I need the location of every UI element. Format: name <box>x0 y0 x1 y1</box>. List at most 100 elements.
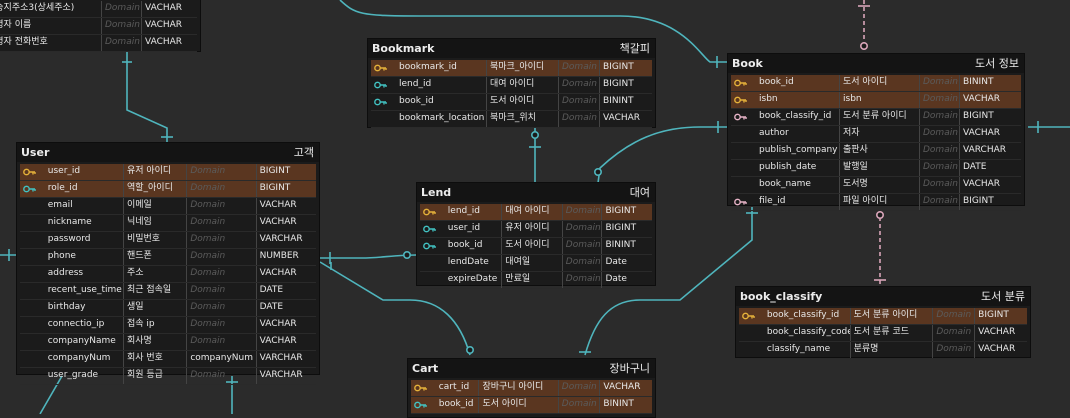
column-logical: 최근 접속일 <box>124 283 188 299</box>
column-logical: 대여일 <box>502 255 563 271</box>
table-row: user_id 유저 아이디 Domain BIGINT <box>20 164 316 181</box>
column-name: connectio_ip <box>45 317 124 333</box>
column-type: Date <box>605 257 627 267</box>
table-row: cart_id 장바구니 아이디 Domain VACHAR <box>411 380 652 397</box>
table-row: lend_id 대여 아이디 Domain BIGINT <box>371 77 652 94</box>
column-type: Date <box>605 274 627 284</box>
entity-lend[interactable]: Lend 대여 lend_id 대여 아이디 Domain BIGINT use… <box>416 182 656 289</box>
column-name: file_id <box>756 194 840 210</box>
column-logical: 장바구니 아이디 <box>479 380 559 396</box>
column-type: BIGINT <box>259 183 291 193</box>
column-domain: Domain <box>559 397 601 413</box>
entity-comment: 도서 정보 <box>975 57 1019 70</box>
entity-book[interactable]: Book 도서 정보 book_id 도서 아이디 Domain BININT … <box>727 53 1025 211</box>
entity-comment: 장바구니 <box>609 362 650 375</box>
edge-top-book <box>339 0 727 63</box>
table-row: 수령자 전화번호 Domain VACHAR <box>0 35 197 52</box>
column-type: VACHAR <box>259 268 297 278</box>
column-domain: Domain <box>563 272 603 288</box>
column-logical: isbn <box>840 92 920 108</box>
entity-comment: 대여 <box>629 186 650 199</box>
table-row: book_name 도서명 Domain VACHAR <box>731 177 1021 194</box>
column-logical: 주소 <box>124 266 188 282</box>
edge-user-cart <box>319 261 471 356</box>
column-domain: Domain <box>559 60 600 76</box>
column-domain: Domain <box>563 204 603 220</box>
column-type: VARCHAR <box>259 234 303 244</box>
entity-header: Book 도서 정보 <box>728 54 1024 73</box>
column-logical: 접속 ip <box>124 317 188 333</box>
entity-cart[interactable]: Cart 장바구니 cart_id 장바구니 아이디 Domain VACHAR… <box>407 358 656 418</box>
entity-user[interactable]: User 고객 user_id 유저 아이디 Domain BIGINT rol… <box>16 142 320 385</box>
entity-name: Book <box>732 57 763 70</box>
column-domain: Domain <box>187 198 257 214</box>
column-type: BIGINT <box>605 223 637 233</box>
column-logical: 유저 아이디 <box>124 164 188 180</box>
column-logical: 북마크_아이디 <box>487 60 559 76</box>
table-row: address 주소 Domain VACHAR <box>20 266 316 283</box>
column-type: DATE <box>963 162 987 172</box>
table-row: companyName 회사명 Domain VACHAR <box>20 334 316 351</box>
foreign-key-icon <box>371 94 396 110</box>
entity-address[interactable]: 배송지주소3(상세주소) Domain VACHAR 수령자 이름 Domain… <box>0 0 201 52</box>
column-logical: 역할_아이디 <box>124 181 188 197</box>
entity-header: Bookmark 책갈피 <box>368 39 655 58</box>
column-domain: Domain <box>187 181 257 197</box>
column-name: companyName <box>45 334 124 350</box>
column-type: BININT <box>603 96 634 106</box>
entity-bookmark[interactable]: Bookmark 책갈피 bookmark_id 북마크_아이디 Domain … <box>367 38 656 128</box>
column-domain: Domain <box>187 266 257 282</box>
column-name: bookmark_location <box>396 111 487 127</box>
column-name: publish_company <box>756 143 840 159</box>
column-name: lend_id <box>445 204 503 220</box>
entity-name: Cart <box>412 362 439 375</box>
column-type: VACHAR <box>145 3 183 13</box>
column-domain: Domain <box>102 35 142 51</box>
entity-name: User <box>21 146 50 159</box>
column-domain: Domain <box>187 232 257 248</box>
column-type: VARCHAR <box>963 145 1007 155</box>
edge-user-lend <box>320 254 417 259</box>
column-logical: 분류명 <box>851 342 934 358</box>
column-logical: 만료일 <box>502 272 563 288</box>
column-logical: 도서 아이디 <box>502 238 563 254</box>
column-domain: Domain <box>933 342 976 358</box>
column-name: book_id <box>756 75 840 91</box>
foreign-key-icon <box>420 221 445 237</box>
column-type: BIGINT <box>963 196 994 206</box>
column-domain: companyNum <box>187 351 257 367</box>
entity-book-classify[interactable]: book_classify 도서 분류 book_classify_id 도서 … <box>735 286 1031 359</box>
column-logical: 유저 아이디 <box>502 221 563 237</box>
column-name: lend_id <box>396 77 487 93</box>
column-logical: 파일 아이디 <box>840 194 920 210</box>
column-domain: Domain <box>187 249 257 265</box>
entity-header: book_classify 도서 분류 <box>736 287 1030 306</box>
entity-comment: 고객 <box>293 146 314 159</box>
edge-book-cart <box>584 207 753 356</box>
primary-key-icon <box>739 308 764 324</box>
column-domain: Domain <box>933 325 976 341</box>
column-logical: 도서 아이디 <box>840 75 920 91</box>
column-name: 수령자 전화번호 <box>0 35 102 51</box>
column-logical: 회사명 <box>124 334 188 350</box>
column-logical: 발행일 <box>840 160 920 176</box>
column-type: BIGINT <box>259 166 291 176</box>
table-row: book_id 도서 아이디 Domain BININT <box>420 238 652 255</box>
column-name: nickname <box>45 215 124 231</box>
column-domain: Domain <box>920 92 960 108</box>
entity-header: User 고객 <box>17 143 319 162</box>
entity-header: Lend 대여 <box>417 183 655 202</box>
column-domain: Domain <box>559 111 600 127</box>
column-logical: 도서명 <box>840 177 920 193</box>
column-name: user_id <box>445 221 503 237</box>
table-row: publish_company 출판사 Domain VARCHAR <box>731 143 1021 160</box>
column-name: cart_id <box>436 380 480 396</box>
column-domain: Domain <box>920 194 960 210</box>
entity-header: Cart 장바구니 <box>408 359 655 378</box>
column-domain: Domain <box>187 300 257 316</box>
column-domain: Domain <box>920 75 960 91</box>
column-name: address <box>45 266 124 282</box>
column-logical: 생일 <box>124 300 188 316</box>
column-type: VACHAR <box>259 200 297 210</box>
